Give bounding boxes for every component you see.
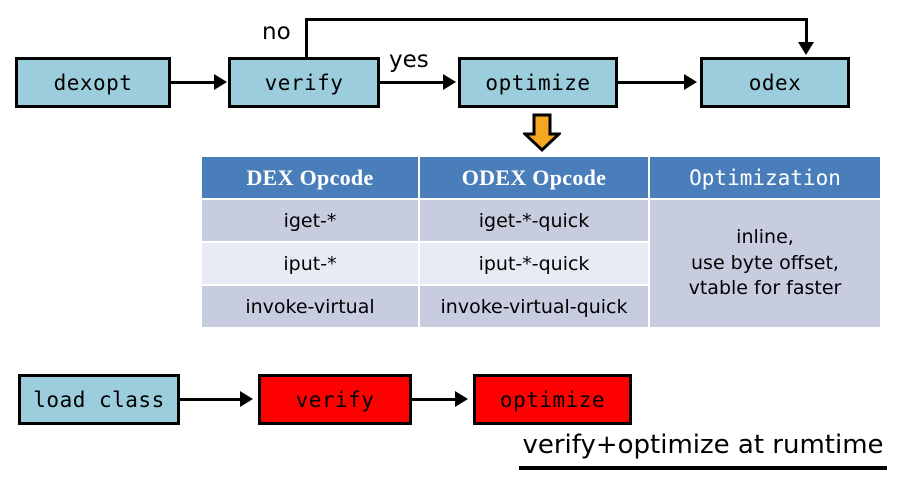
connector-verify-to-optimize xyxy=(380,81,445,84)
table-header-odex-opcode: ODEX Opcode xyxy=(420,157,648,198)
cell-odex-opcode-3: invoke-virtual-quick xyxy=(420,286,648,327)
node-optimize[interactable]: optimize xyxy=(458,57,618,108)
table-header-optimization: Optimization xyxy=(650,157,880,198)
arrowhead-verify-to-optimize-runtime-icon xyxy=(455,391,468,407)
runtime-caption: verify+optimize at rumtime xyxy=(522,430,884,460)
edge-label-yes: yes xyxy=(389,47,429,73)
optimization-line-2: use byte offset, xyxy=(691,251,839,274)
cell-optimization-merged: inline, use byte offset, vtable for fast… xyxy=(650,200,880,327)
node-optimize-runtime[interactable]: optimize xyxy=(473,374,632,425)
optimization-line-1: inline, xyxy=(736,226,794,249)
table-header-dex-opcode: DEX Opcode xyxy=(202,157,418,198)
node-odex-label: odex xyxy=(748,70,802,95)
node-verify-runtime-label: verify xyxy=(295,387,375,412)
optimization-line-3: vtable for faster xyxy=(688,277,842,300)
cell-dex-opcode-1: iget-* xyxy=(202,200,418,241)
table-row: iget-* iget-*-quick inline, use byte off… xyxy=(202,200,880,327)
edge-label-no: no xyxy=(262,19,291,45)
node-verify[interactable]: verify xyxy=(228,57,380,108)
cell-dex-opcode-3: invoke-virtual xyxy=(202,286,418,327)
connector-no-loop-riser xyxy=(305,18,308,60)
runtime-caption-underline xyxy=(519,466,887,470)
node-verify-runtime[interactable]: verify xyxy=(258,374,412,425)
connector-loadclass-to-verify xyxy=(180,398,242,401)
node-optimize-label: optimize xyxy=(485,70,591,95)
node-optimize-runtime-label: optimize xyxy=(499,387,606,412)
opcode-mapping-table: DEX Opcode ODEX Opcode Optimization iget… xyxy=(200,155,882,329)
cell-odex-opcode-2: iput-*-quick xyxy=(420,243,648,284)
node-load-class[interactable]: load class xyxy=(18,374,180,425)
table-row: iput-* iput-*-quick xyxy=(202,243,880,284)
connector-optimize-to-odex xyxy=(618,81,686,84)
node-dexopt-label: dexopt xyxy=(53,70,133,95)
arrowhead-optimize-to-odex-icon xyxy=(684,74,697,90)
cell-dex-opcode-2: iput-* xyxy=(202,243,418,284)
node-odex[interactable]: odex xyxy=(700,57,850,108)
node-dexopt[interactable]: dexopt xyxy=(15,57,171,108)
orange-down-arrow-icon xyxy=(523,113,561,153)
arrowhead-dexopt-to-verify-icon xyxy=(214,74,227,90)
arrowhead-no-loop-icon xyxy=(798,42,814,55)
connector-dexopt-to-verify xyxy=(171,81,216,84)
connector-verify-to-optimize-runtime xyxy=(412,398,457,401)
table-header-row: DEX Opcode ODEX Opcode Optimization xyxy=(202,157,880,198)
node-load-class-label: load class xyxy=(33,387,165,412)
table-row: invoke-virtual invoke-virtual-quick xyxy=(202,286,880,327)
arrowhead-verify-to-optimize-icon xyxy=(443,74,456,90)
node-verify-label: verify xyxy=(264,70,344,95)
connector-no-loop-descender xyxy=(805,18,808,44)
arrowhead-loadclass-to-verify-icon xyxy=(240,391,253,407)
cell-odex-opcode-1: iget-*-quick xyxy=(420,200,648,241)
connector-no-loop-top xyxy=(305,18,808,21)
